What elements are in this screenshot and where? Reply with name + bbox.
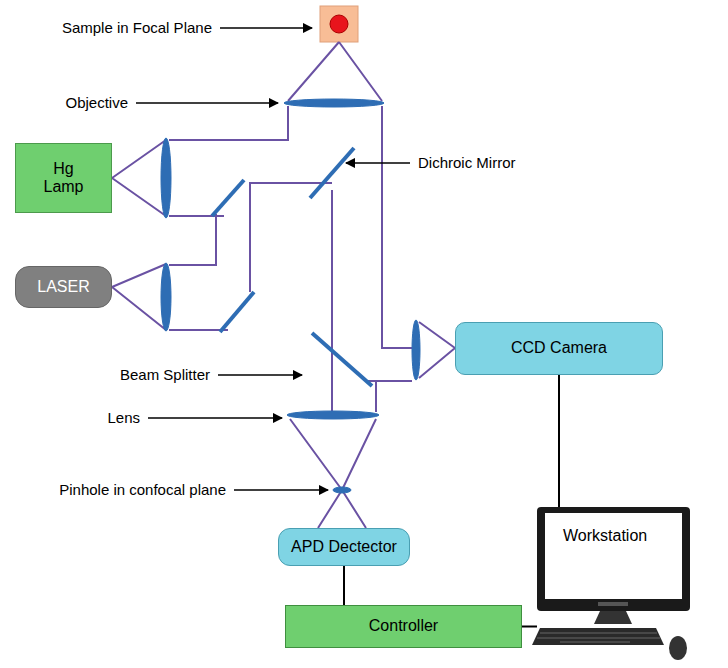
callout-label: Pinhole in confocal plane [57,481,228,499]
sample-holder [320,6,358,42]
lamp-box: Hg Lamp [15,143,112,213]
monitor-illustration [532,507,690,660]
node-text: Workstation [563,527,647,545]
lamp-lens [161,138,171,218]
objective-lens [284,99,384,107]
callout-label: Beam Splitter [118,366,212,384]
camera-box: CCD Camera [455,322,663,375]
node-text: Controller [369,617,438,635]
tube-lens [287,411,379,419]
signal-cable [522,626,537,628]
optics [161,99,420,493]
detector-box: APD Dectector [278,528,410,566]
node-text: Hg Lamp [40,160,88,197]
laser-lens [161,263,171,331]
signal-cable [343,566,345,605]
signal-cable [558,375,560,507]
light-path [112,42,455,528]
callout-label: Lens [105,409,142,427]
laser-box: LASER [15,266,112,308]
camera-lens [412,320,420,380]
beam-splitter [312,333,372,386]
controller-box: Controller [285,605,522,648]
node-text: CCD Camera [511,339,607,357]
sample-dot [330,15,348,33]
workstation-screen: Workstation [537,507,690,640]
lamp-mirror [212,180,244,216]
callout-label: Sample in Focal Plane [60,19,214,37]
callout-label: Dichroic Mirror [416,154,518,172]
pinhole [333,487,351,493]
node-text: APD Dectector [291,538,397,556]
node-text: LASER [37,278,89,296]
callout-label: Objective [63,94,130,112]
dichroic-mirror [310,148,354,198]
laser-mirror [220,292,254,332]
leader-arrows [136,28,410,490]
